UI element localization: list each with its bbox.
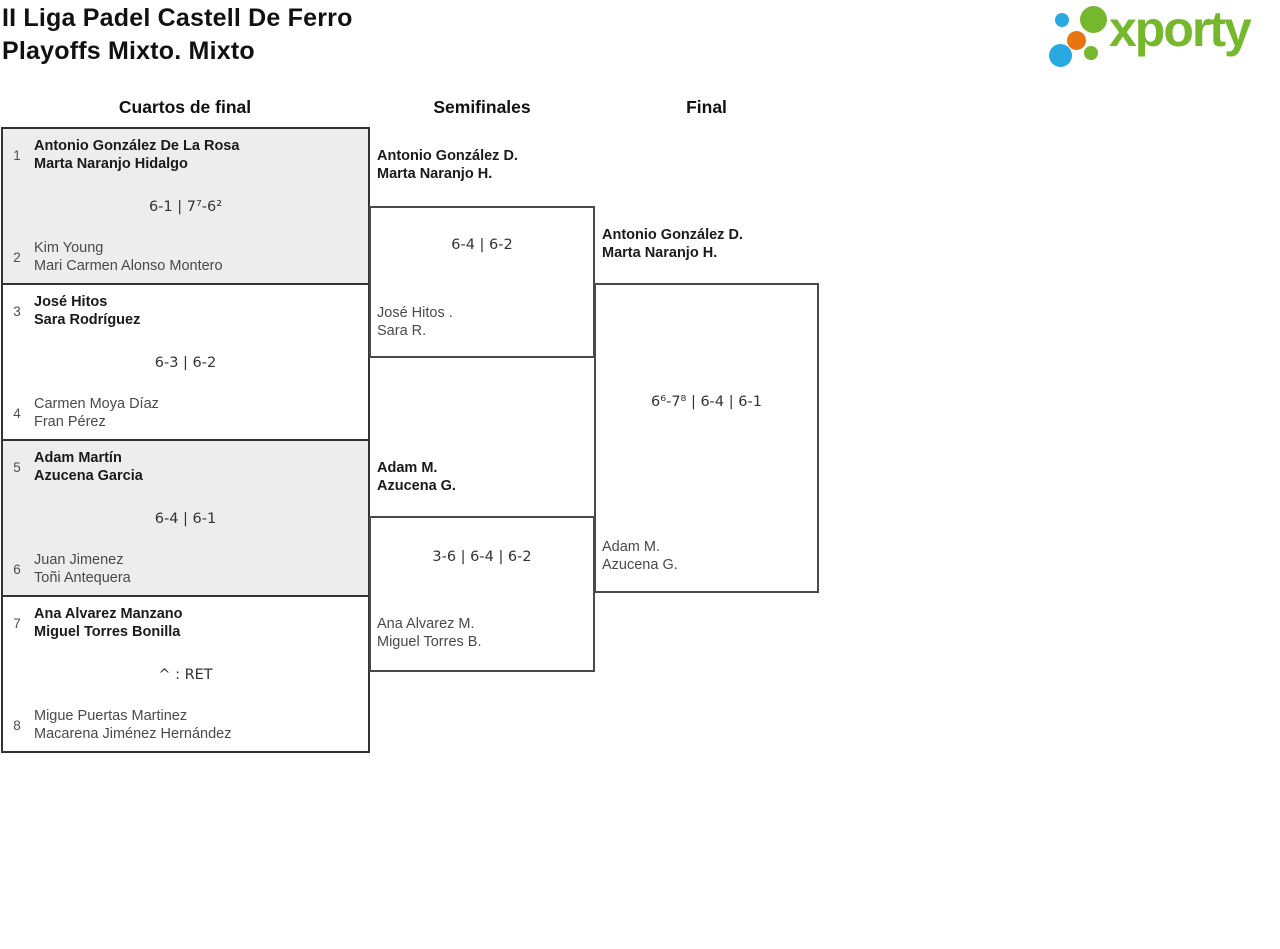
final-loser: Adam M. Azucena G.	[602, 538, 678, 574]
team-row: 7 Ana Alvarez Manzano Miguel Torres Boni…	[9, 605, 183, 641]
team-name-line: Sara R.	[377, 323, 427, 339]
match-score: 6-4 | 6-1	[154, 511, 217, 527]
semifinal-2-box	[369, 516, 595, 672]
semifinal-1-winner: Antonio González D. Marta Naranjo H.	[377, 147, 518, 183]
logo-dot-green-large-icon	[1080, 6, 1107, 33]
logo-dot-blue-small-icon	[1055, 13, 1069, 27]
final-score: 6⁶-7⁸ | 6-4 | 6-1	[651, 394, 762, 410]
seed-number: 2	[13, 249, 21, 265]
team-names-loser: Carmen Moya Díaz Fran Pérez	[34, 395, 159, 431]
team-name-line: Adam Martín	[34, 450, 122, 466]
seed-number: 1	[13, 147, 21, 163]
team-name-line: Marta Naranjo H.	[377, 166, 493, 182]
team-name-line: Azucena G.	[602, 557, 678, 573]
round-header-semifinales: Semifinales	[433, 97, 531, 117]
team-name-line: Adam M.	[377, 460, 438, 476]
match-score: ^ : RET	[158, 667, 213, 683]
team-name-line: Azucena Garcia	[34, 468, 143, 484]
match-score: 6-1 | 7⁷-6²	[148, 199, 223, 215]
logo-dot-blue-large-icon	[1049, 44, 1072, 67]
team-names-winner: Antonio González De La Rosa Marta Naranj…	[34, 137, 239, 173]
team-row: 5 Adam Martín Azucena Garcia	[9, 449, 143, 485]
team-name-line: Antonio González D.	[377, 148, 518, 164]
seed-number: 4	[13, 405, 21, 421]
page-title-line-1: II Liga Padel Castell De Ferro	[2, 4, 353, 32]
seed-number: 3	[13, 303, 21, 319]
logo-dot-green-small-icon	[1084, 46, 1098, 60]
team-name-line: Sara Rodríguez	[34, 312, 141, 328]
quarterfinal-match-3: 5 Adam Martín Azucena Garcia 6-4 | 6-1 6…	[3, 439, 368, 595]
logo-dot-orange-icon	[1067, 31, 1086, 50]
team-name-line: Ana Alvarez M.	[377, 616, 475, 632]
xporty-logo: xporty	[1045, 1, 1277, 69]
page-title: II Liga Padel Castell De Ferro Playoffs …	[2, 2, 353, 68]
team-row: 4 Carmen Moya Díaz Fran Pérez	[9, 395, 159, 431]
seed-number: 7	[13, 615, 21, 631]
quarterfinal-match-2: 3 José Hitos Sara Rodríguez 6-3 | 6-2 4 …	[3, 283, 368, 439]
semifinal-2-score: 3-6 | 6-4 | 6-2	[432, 549, 532, 565]
semifinal-1-loser: José Hitos . Sara R.	[377, 304, 453, 340]
team-name-line: Antonio González D.	[602, 227, 743, 243]
team-row: 3 José Hitos Sara Rodríguez	[9, 293, 140, 329]
quarterfinal-match-1: 1 Antonio González De La Rosa Marta Nara…	[3, 129, 368, 283]
team-names-loser: Juan Jimenez Toñi Antequera	[34, 551, 131, 587]
team-name-line: Carmen Moya Díaz	[34, 396, 159, 412]
round-header-cuartos-de-final: Cuartos de final	[118, 97, 252, 117]
final-box	[594, 283, 819, 593]
team-name-line: Marta Naranjo H.	[602, 245, 718, 261]
team-name-line: Marta Naranjo Hidalgo	[34, 156, 188, 172]
team-name-line: José Hitos .	[377, 305, 453, 321]
team-name-line: Juan Jimenez	[34, 552, 124, 568]
team-name-line: Kim Young	[34, 240, 104, 256]
team-name-line: Ana Alvarez Manzano	[34, 606, 183, 622]
team-name-line: Macarena Jiménez Hernández	[34, 726, 232, 742]
team-names-winner: José Hitos Sara Rodríguez	[34, 293, 140, 329]
team-row: 6 Juan Jimenez Toñi Antequera	[9, 551, 131, 587]
team-names-loser: Kim Young Mari Carmen Alonso Montero	[34, 239, 223, 275]
team-names-winner: Adam Martín Azucena Garcia	[34, 449, 143, 485]
semifinal-1-box	[369, 206, 595, 358]
team-row: 8 Migue Puertas Martinez Macarena Jiméne…	[9, 707, 231, 743]
page-title-line-2: Playoffs Mixto. Mixto	[2, 37, 255, 65]
team-name-line: Mari Carmen Alonso Montero	[34, 258, 223, 274]
seed-number: 5	[13, 459, 21, 475]
team-row: 2 Kim Young Mari Carmen Alonso Montero	[9, 239, 223, 275]
semifinal-2-loser: Ana Alvarez M. Miguel Torres B.	[377, 615, 482, 651]
quarterfinal-match-4: 7 Ana Alvarez Manzano Miguel Torres Boni…	[3, 595, 368, 751]
team-names-loser: Migue Puertas Martinez Macarena Jiménez …	[34, 707, 231, 743]
team-name-line: Azucena G.	[377, 478, 456, 494]
quarterfinals-column: 1 Antonio González De La Rosa Marta Nara…	[1, 127, 370, 753]
team-name-line: Toñi Antequera	[34, 570, 131, 586]
team-name-line: José Hitos	[34, 294, 108, 310]
team-name-line: Fran Pérez	[34, 414, 106, 430]
seed-number: 8	[13, 717, 21, 733]
team-name-line: Antonio González De La Rosa	[34, 138, 240, 154]
semifinal-2-winner: Adam M. Azucena G.	[377, 459, 456, 495]
team-name-line: Miguel Torres Bonilla	[34, 624, 181, 640]
team-name-line: Migue Puertas Martinez	[34, 708, 188, 724]
logo-wordmark: xporty	[1109, 1, 1252, 57]
team-name-line: Miguel Torres B.	[377, 634, 482, 650]
team-row: 1 Antonio González De La Rosa Marta Nara…	[9, 137, 239, 173]
semifinal-1-score: 6-4 | 6-2	[451, 237, 513, 253]
team-name-line: Adam M.	[602, 539, 661, 555]
match-score: 6-3 | 6-2	[154, 355, 217, 371]
round-header-final: Final	[686, 97, 727, 117]
team-names-winner: Ana Alvarez Manzano Miguel Torres Bonill…	[34, 605, 183, 641]
seed-number: 6	[13, 561, 21, 577]
final-winner: Antonio González D. Marta Naranjo H.	[602, 226, 743, 262]
